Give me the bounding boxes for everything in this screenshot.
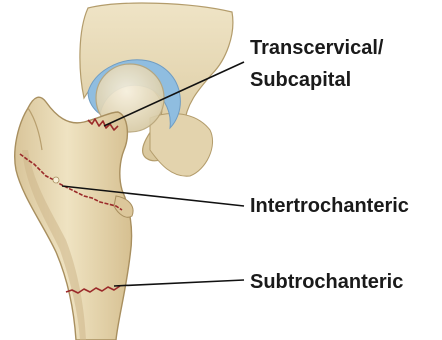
femur: [15, 97, 133, 340]
label-transcervical-line2: Subcapital: [250, 69, 351, 91]
bone-fragment: [53, 177, 59, 183]
label-subtrochanteric: Subtrochanteric: [250, 271, 403, 293]
label-transcervical-line1: Transcervical/: [250, 37, 384, 59]
leader-subtrochanteric: [114, 280, 244, 286]
label-intertrochanteric: Intertrochanteric: [250, 195, 409, 217]
